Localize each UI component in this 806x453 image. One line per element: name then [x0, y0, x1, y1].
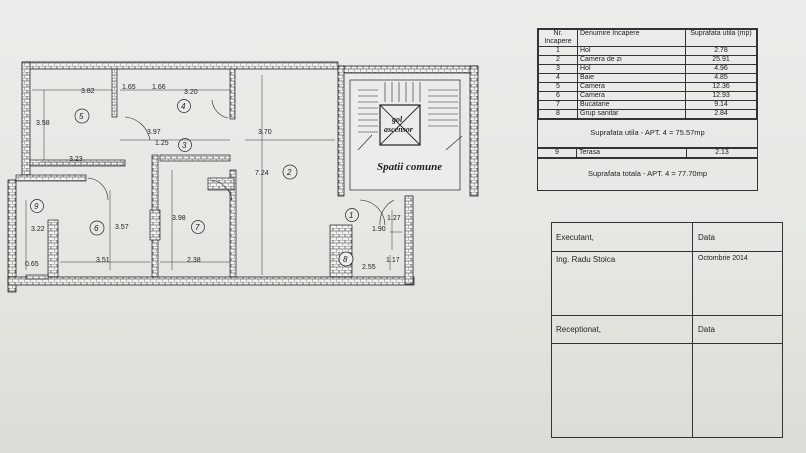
room-nr: 4 [538, 73, 578, 83]
dim-1-25: 1.25 [155, 140, 169, 147]
room-name: Hol [577, 64, 686, 74]
dim-7-24: 7.24 [255, 170, 269, 177]
room-name: Grup sanitar [577, 109, 686, 119]
useful-area-total: Suprafata utila - APT. 4 = 75.57mp [538, 119, 757, 147]
header-nr: Nr. Incapere [538, 29, 578, 47]
room-area: 25.91 [685, 55, 757, 65]
room-number-4: 4 [181, 102, 186, 111]
room-nr: 1 [538, 46, 578, 56]
dim-3-58: 3.58 [36, 120, 50, 127]
room-area: 12.36 [685, 82, 757, 92]
room-schedule: Nr. Incapere Denumire Incapere Suprafata… [537, 28, 758, 191]
stair-core [349, 79, 463, 191]
header-name: Denumire Incapere [577, 29, 686, 47]
room-number-6: 6 [94, 224, 99, 233]
room-number-1: 1 [349, 211, 353, 220]
dim-3-23: 3.23 [69, 156, 83, 163]
executant-date: Octombrie 2014 [698, 255, 748, 262]
dim-3-82: 3.82 [81, 88, 95, 95]
table-row: 9 Terasa 2.13 [538, 148, 757, 158]
room-nr: 5 [538, 82, 578, 92]
room-number-8: 8 [343, 255, 348, 264]
dim-1-90: 1.90 [372, 226, 386, 233]
terrace-row: 9 Terasa 2.13 [538, 147, 757, 158]
grand-total: Suprafata totala - APT. 4 = 77.70mp [538, 158, 757, 190]
dim-1-65: 1.65 [122, 84, 136, 91]
room-area: 2.84 [685, 109, 757, 119]
room-area: 12.93 [685, 91, 757, 101]
table-row: 1 Hol 2.78 [538, 46, 757, 56]
room-number-5: 5 [79, 112, 84, 121]
dim-3-57: 3.57 [115, 224, 129, 231]
terrace-name: Terasa [576, 148, 687, 158]
floor-plan: 3.82 1.65 1.66 3.20 3.58 3.97 3.70 1.25 … [7, 61, 479, 293]
room-schedule-table: Nr. Incapere Denumire Incapere Suprafata… [538, 29, 757, 119]
plan-labels: 3.82 1.65 1.66 3.20 3.58 3.97 3.70 1.25 … [25, 84, 442, 271]
elevator-label-gol: gol [391, 115, 403, 124]
room-number-7: 7 [195, 223, 200, 232]
receptionat-date-label: Data [698, 325, 715, 334]
dim-1-17: 1.17 [386, 257, 400, 264]
room-number-2: 2 [286, 168, 292, 177]
executant-header-row: Executant, Data [552, 223, 782, 252]
room-name: Camera [577, 82, 686, 92]
room-area: 4.96 [685, 64, 757, 74]
door-swings [87, 99, 395, 226]
schedule-header-row: Nr. Incapere Denumire Incapere Suprafata… [538, 29, 757, 47]
room-name: Bucatarie [577, 100, 686, 110]
table-row: 7 Bucatarie 9.14 [538, 100, 757, 110]
signature-divider [692, 223, 693, 437]
room-nr: 3 [538, 64, 578, 74]
elevator-label-ascensor: ascensor [384, 125, 414, 134]
dim-2-38: 2.38 [187, 257, 201, 264]
executant-sign-row: Ing. Radu Stoica Octombrie 2014 [552, 251, 782, 316]
dim-1-66: 1.66 [152, 84, 166, 91]
dim-2-55: 2.55 [362, 264, 376, 271]
room-nr: 7 [538, 100, 578, 110]
header-area: Suprafata utila (mp) [685, 29, 757, 47]
dim-3-20: 3.20 [184, 89, 198, 96]
terrace-nr: 9 [538, 148, 577, 158]
room-nr: 6 [538, 91, 578, 101]
dim-0-65: 0.65 [25, 261, 39, 268]
signature-block: Executant, Data Ing. Radu Stoica Octombr… [551, 222, 783, 438]
executant-name: Ing. Radu Stoica [556, 255, 616, 264]
room-name: Camera de zi [577, 55, 686, 65]
dim-3-97: 3.97 [147, 129, 161, 136]
room-name: Baie [577, 73, 686, 83]
dim-3-22: 3.22 [31, 226, 45, 233]
room-nr: 8 [538, 109, 578, 119]
room-name: Camera [577, 91, 686, 101]
room-name: Hol [577, 46, 686, 56]
room-number-3: 3 [182, 141, 187, 150]
table-row: 6 Camera 12.93 [538, 91, 757, 101]
room-number-9: 9 [34, 202, 39, 211]
exterior-walls [7, 61, 479, 293]
receptionat-label: Receptionat, [556, 325, 601, 334]
table-row: 2 Camera de zi 25.91 [538, 55, 757, 65]
dim-3-70: 3.70 [258, 129, 272, 136]
dim-3-98: 3.98 [172, 215, 186, 222]
common-area-label: Spatii comune [377, 161, 442, 173]
room-area: 2.78 [685, 46, 757, 56]
room-nr: 2 [538, 55, 578, 65]
dim-1-27: 1.27 [387, 215, 401, 222]
table-row: 4 Baie 4.85 [538, 73, 757, 83]
executant-label: Executant, [556, 233, 594, 242]
terrace-area: 2.13 [686, 148, 757, 158]
interior-walls [15, 68, 353, 280]
room-area: 9.14 [685, 100, 757, 110]
table-row: 3 Hol 4.96 [538, 64, 757, 74]
executant-date-label: Data [698, 233, 715, 242]
table-row: 5 Camera 12.36 [538, 82, 757, 92]
table-row: 8 Grup sanitar 2.84 [538, 109, 757, 119]
dim-3-51: 3.51 [96, 257, 110, 264]
dimension-lines [25, 75, 402, 275]
room-area: 4.85 [685, 73, 757, 83]
receptionat-header-row: Receptionat, Data [552, 315, 782, 344]
